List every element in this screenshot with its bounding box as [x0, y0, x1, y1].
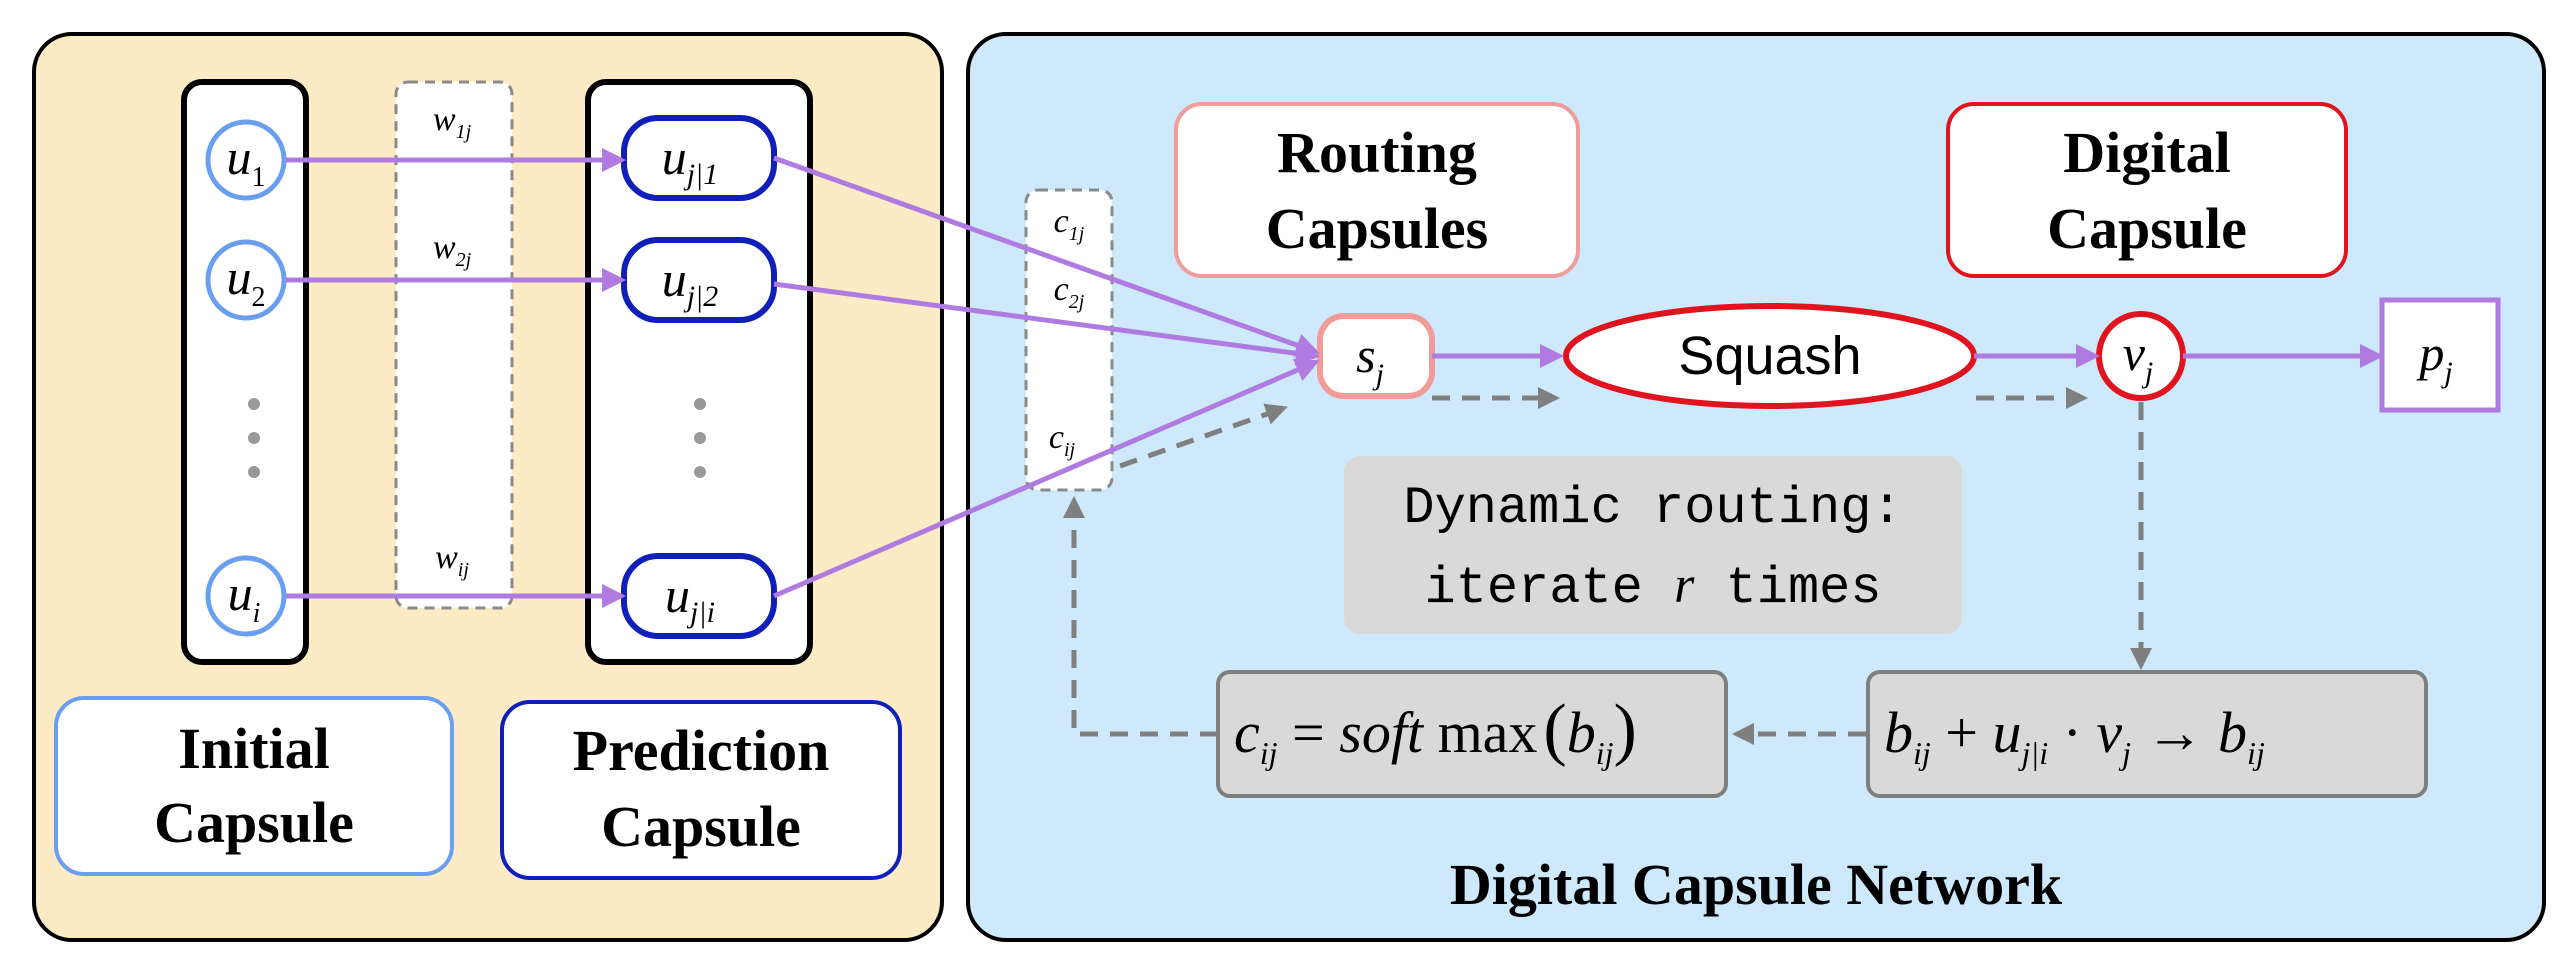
svg-text:uj|2: uj|2 [662, 251, 719, 313]
svg-text:Capsule: Capsule [2047, 196, 2247, 261]
svg-text:u2: u2 [227, 249, 266, 313]
svg-text:Routing: Routing [1277, 120, 1477, 185]
svg-text:cij = soft max(bij): cij = soft max(bij) [1234, 691, 1637, 771]
svg-text:vj: vj [2123, 325, 2154, 389]
dashed-arrow-softmax-to-cij [1063, 496, 1218, 737]
weight-label-w2j: w2j [433, 229, 472, 271]
svg-text:uj|i: uj|i [665, 567, 715, 629]
softmax-formula-box: cij = soft max(bij) [1216, 670, 1728, 798]
ellipsis-dots-left [248, 398, 260, 478]
prediction-capsule-label: Prediction Capsule [500, 700, 902, 880]
svg-text:pj: pj [2416, 325, 2452, 389]
svg-text:Capsule: Capsule [601, 794, 801, 859]
digital-capsule-network-title: Digital Capsule Network [1450, 852, 2063, 917]
prediction-capsule-column [585, 79, 813, 665]
input-node-u1: u1 [205, 119, 287, 201]
svg-text:sj: sj [1356, 327, 1384, 391]
svg-text:uj|1: uj|1 [662, 129, 719, 191]
vj-node: vj [2096, 311, 2186, 401]
svg-text:bij + uj|i · vj → bij: bij + uj|i · vj → bij [1884, 700, 2265, 771]
coupling-label-cij: cij [1049, 419, 1076, 461]
squash-node: Squash [1563, 303, 1977, 409]
coupling-label-c1j: c1j [1054, 203, 1085, 245]
sj-node: sj [1317, 313, 1435, 399]
svg-text:Capsule: Capsule [154, 790, 354, 855]
initial-capsule-label: Initial Capsule [54, 696, 454, 876]
svg-text:Prediction: Prediction [573, 718, 830, 783]
svg-text:Capsules: Capsules [1266, 196, 1488, 261]
svg-text:iterate r times: iterate r times [1424, 557, 1881, 618]
svg-text:Squash: Squash [1678, 326, 1861, 386]
pj-node: pj [2379, 297, 2501, 413]
weight-label-wij: wij [435, 539, 469, 581]
weights-column [394, 80, 514, 610]
svg-text:ui: ui [228, 565, 261, 629]
arrow-uj1-to-sj [773, 155, 1320, 357]
initial-capsule-column [181, 79, 309, 665]
arrow-uj2-to-sj [773, 281, 1320, 366]
svg-text:Initial: Initial [178, 716, 330, 781]
weight-label-w1j: w1j [433, 101, 472, 143]
update-formula-box: bij + uj|i · vj → bij [1866, 670, 2428, 798]
prediction-node-uj1: uj|1 [621, 115, 777, 201]
ellipsis-dots-right [694, 398, 706, 478]
svg-text:Dynamic routing:: Dynamic routing: [1403, 479, 1902, 538]
prediction-node-uji: uj|i [621, 553, 777, 639]
routing-capsules-label: Routing Capsules [1174, 102, 1580, 278]
coupling-column [1024, 188, 1114, 492]
arrow-uji-to-sj [773, 358, 1320, 599]
coupling-label-c2j: c2j [1054, 271, 1085, 313]
dynamic-routing-box: Dynamic routing: iterate r times [1344, 456, 1962, 634]
input-node-ui: ui [205, 555, 287, 637]
digital-capsule-label: Digital Capsule [1946, 102, 2348, 278]
prediction-node-uj2: uj|2 [621, 237, 777, 323]
svg-text:u1: u1 [227, 129, 266, 193]
svg-text:Digital: Digital [2063, 120, 2231, 185]
input-node-u2: u2 [205, 239, 287, 321]
